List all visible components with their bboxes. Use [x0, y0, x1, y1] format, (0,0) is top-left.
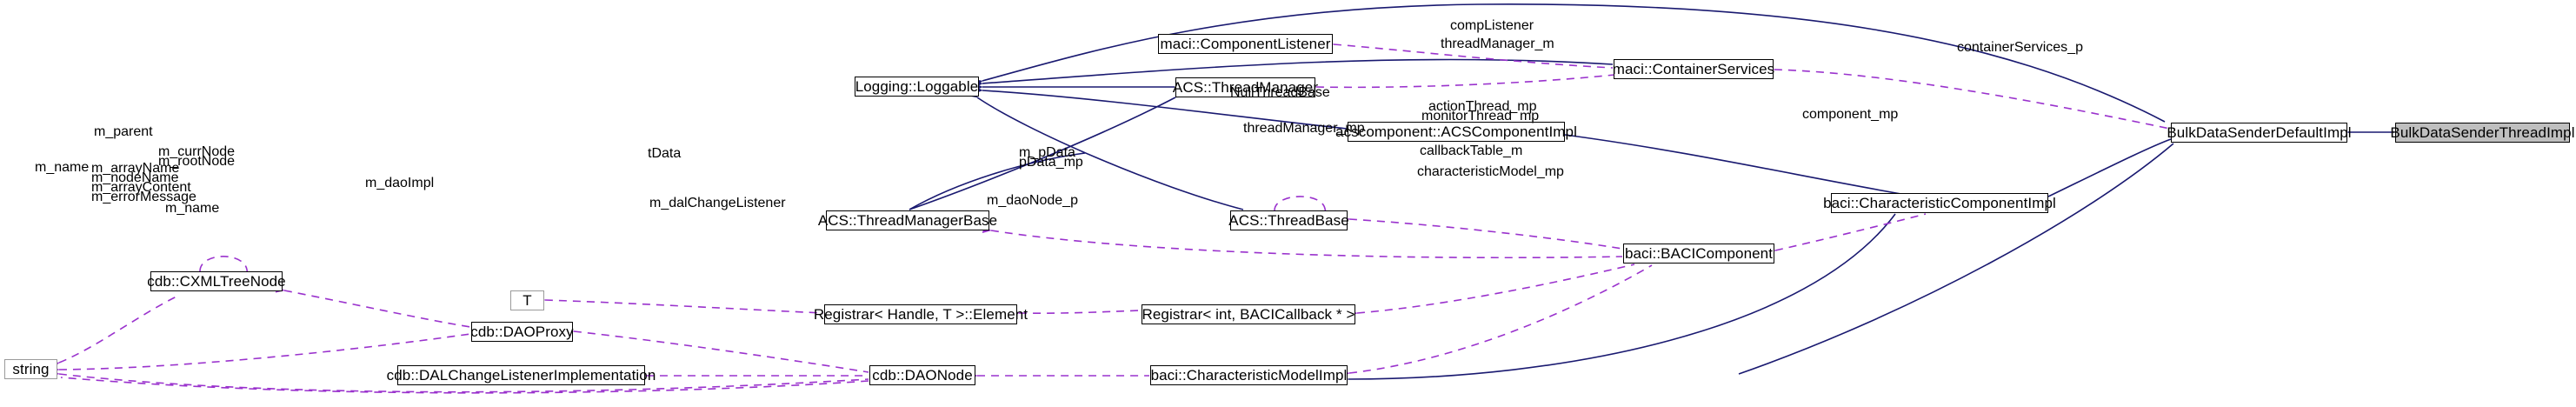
edge-label-actionthread-mp: actionThread_mp — [1428, 99, 1537, 114]
edge-label-m-dalchangelistener: m_dalChangeListener — [649, 196, 786, 210]
node-label: baci::CharacteristicComponentImpl — [1823, 195, 2056, 211]
node-acs-threadbase[interactable]: ACS::ThreadBase — [1228, 210, 1349, 230]
edge-label-pdata-mp: pData_mp — [1019, 155, 1083, 170]
edge-label-m-currnode: m_currNode — [158, 144, 236, 159]
node-acs-threadmanager[interactable]: ACS::ThreadManager — [1172, 77, 1319, 97]
node-baci-characteristiccomponentimpl[interactable]: baci::CharacteristicComponentImpl — [1823, 193, 2056, 213]
edge-label-characteristicmodel-mp: characteristicModel_mp — [1417, 164, 1564, 179]
node-label: baci::BACIComponent — [1624, 245, 1774, 262]
node-label: ACS::ThreadBase — [1228, 212, 1349, 229]
edge-label-threadmanager-m: threadManager_m — [1441, 37, 1554, 51]
node-label: Registrar< Handle, T >::Element — [813, 306, 1028, 323]
node-cdb-daoproxy[interactable]: cdb::DAOProxy — [470, 322, 574, 342]
edge-label-tdata: tData — [648, 146, 682, 161]
node-label: ACS::ThreadManager — [1172, 79, 1319, 96]
edge-label-nullthreadbase: NullThreadBase — [1230, 85, 1330, 100]
node-acscomponent-acscomponentimpl[interactable]: acscomponent::ACSComponentImpl — [1335, 122, 1577, 142]
node-template-parameter-t[interactable]: T — [510, 290, 544, 310]
edge-label-m-parent: m_parent — [94, 124, 153, 139]
node-label: maci::ComponentListener — [1160, 36, 1331, 52]
edge-label-m-nodename: m_nodeName — [91, 170, 179, 185]
node-bulkdatasenderthreadimpl[interactable]: BulkDataSenderThreadImpl — [2390, 123, 2574, 143]
edge-label-m-arraycontent: m_arrayContent — [91, 180, 191, 195]
node-label: baci::CharacteristicModelImpl — [1150, 367, 1348, 384]
node-label: cdb::DALChangeListenerImplementation — [386, 367, 656, 384]
node-acs-threadmanagerbase[interactable]: ACS::ThreadManagerBase — [818, 210, 997, 230]
node-cdb-cxmltreenode[interactable]: cdb::CXMLTreeNode — [147, 271, 286, 291]
edge-label-containerservices-p: containerServices_p — [1957, 40, 2083, 55]
node-label: Registrar< int, BACICallback * > — [1142, 306, 1355, 323]
node-label: cdb::DAONode — [872, 367, 973, 384]
usage-edges — [50, 39, 2171, 394]
node-label: ACS::ThreadManagerBase — [817, 212, 998, 229]
edge-label-m-arrayname: m_arrayName — [91, 161, 180, 176]
node-cdb-dalchangelistenerimplementation[interactable]: cdb::DALChangeListenerImplementation — [387, 365, 656, 385]
inheritance-edges — [909, 3, 2394, 384]
edge-label-complistener: compListener — [1450, 18, 1534, 33]
node-label: string — [12, 361, 50, 377]
edge-label-m-daonode-p: m_daoNode_p — [987, 193, 1078, 208]
node-bulkdatasenderdefaultimpl[interactable]: BulkDataSenderDefaultImpl — [2167, 123, 2352, 143]
node-label: BulkDataSenderDefaultImpl — [2167, 124, 2352, 141]
node-label: T — [523, 292, 532, 309]
node-registrar-int-bacicallback[interactable]: Registrar< int, BACICallback * > — [1142, 304, 1355, 324]
node-baci-bacicomponent[interactable]: baci::BACIComponent — [1623, 244, 1774, 264]
edge-label-component-mp: component_mp — [1802, 107, 1899, 122]
node-maci-containerservices[interactable]: maci::ContainerServices — [1612, 59, 1775, 79]
node-label: maci::ContainerServices — [1612, 61, 1775, 77]
node-label: Logging::Loggable — [855, 78, 979, 95]
edge-label-m-rootnode: m_rootNode — [158, 154, 236, 169]
edge-label-callbacktable-m: callbackTable_m — [1420, 143, 1523, 158]
node-baci-characteristicmodelimpl[interactable]: baci::CharacteristicModelImpl — [1150, 365, 1348, 385]
edge-label-threadmanager-mp: threadManager_mp — [1243, 121, 1365, 136]
node-label: cdb::DAOProxy — [470, 324, 574, 340]
node-maci-componentlistener[interactable]: maci::ComponentListener — [1158, 34, 1333, 54]
edge-label-m-name-left: m_name — [35, 160, 90, 175]
edge-label-m-name-bottom: m_name — [165, 201, 220, 216]
edge-label-m-pdata: m_pData — [1019, 145, 1075, 160]
edge-label-monitorthread-mp: monitorThread_mp — [1421, 109, 1540, 123]
edge-label-m-daoimpl: m_daoImpl — [365, 176, 435, 190]
node-cdb-daonode[interactable]: cdb::DAONode — [869, 365, 975, 385]
node-label: BulkDataSenderThreadImpl — [2390, 124, 2575, 141]
node-label: acscomponent::ACSComponentImpl — [1335, 123, 1577, 140]
node-logging-loggable[interactable]: Logging::Loggable — [855, 77, 979, 97]
node-label: cdb::CXMLTreeNode — [147, 273, 286, 290]
node-string[interactable]: string — [4, 359, 57, 379]
node-registrar-handle-t-element[interactable]: Registrar< Handle, T >::Element — [814, 304, 1028, 324]
edge-label-m-errormessage: m_errorMessage — [91, 190, 196, 204]
